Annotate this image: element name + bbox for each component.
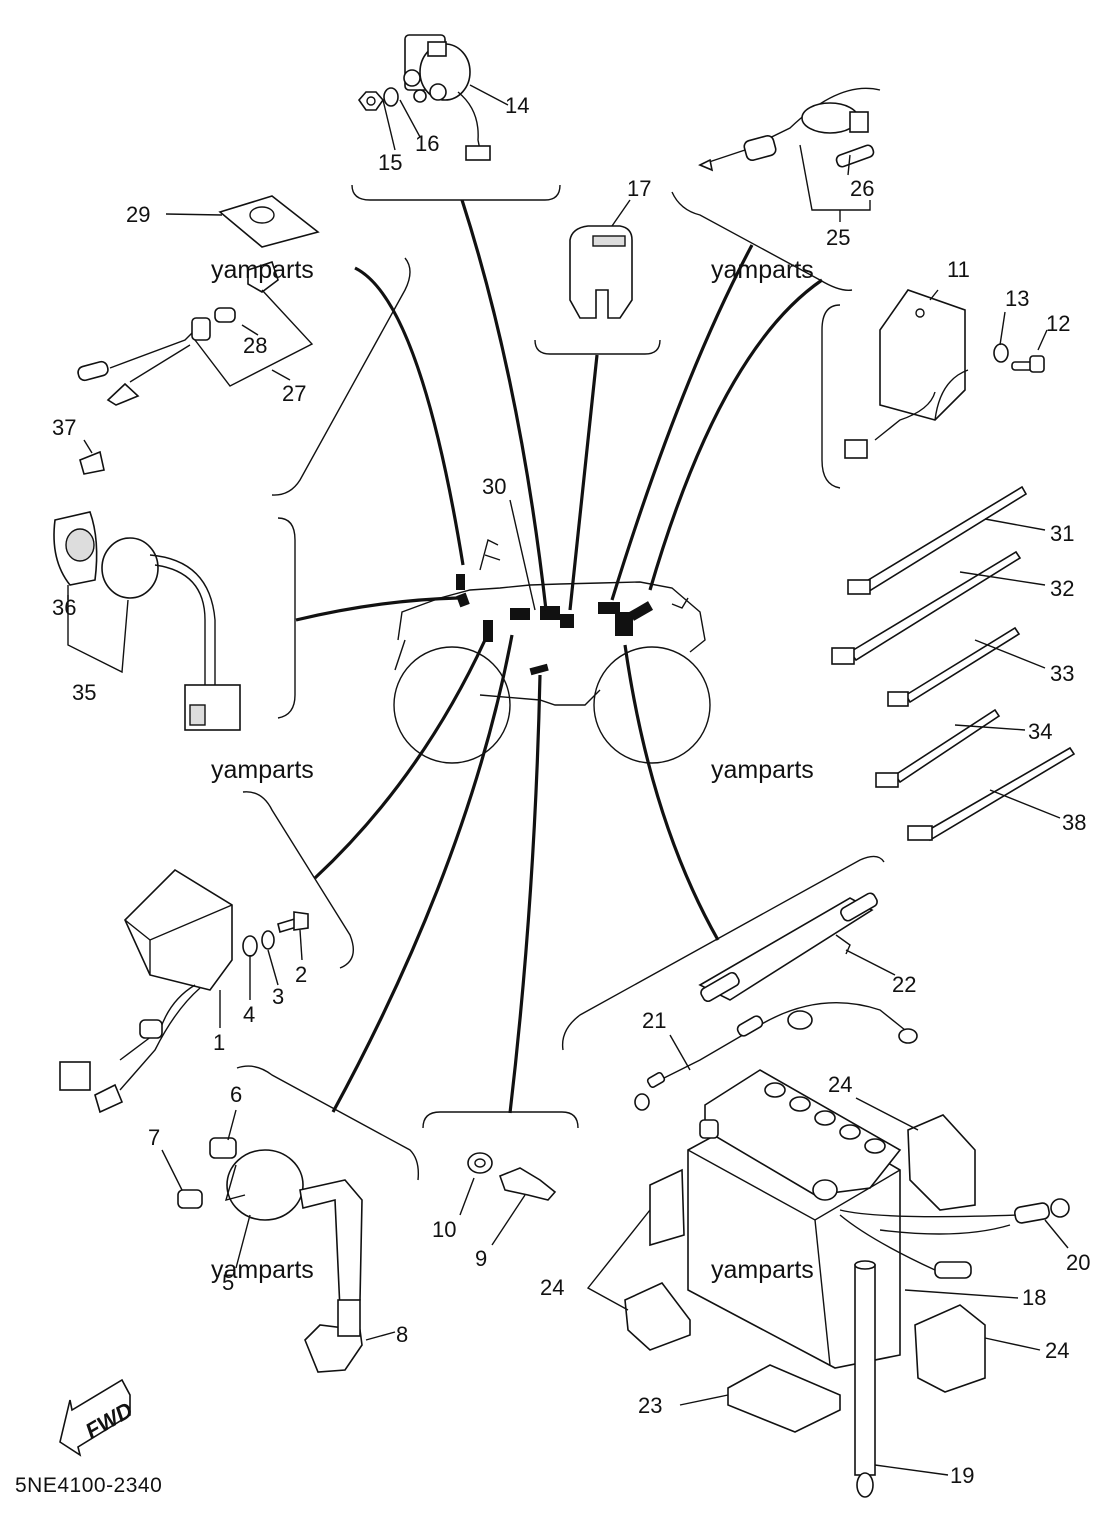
- lead-21: [634, 1002, 918, 1111]
- starter-relay-group: [357, 34, 491, 161]
- callout-6: 6: [230, 1082, 242, 1107]
- callout-12: 12: [1046, 311, 1070, 336]
- callout-24-left: 24: [540, 1275, 564, 1300]
- callout-11: 11: [947, 257, 970, 282]
- callout-16: 16: [415, 131, 439, 156]
- callout-14: 14: [505, 93, 529, 118]
- watermark: yamparts: [211, 1256, 314, 1284]
- callout-21: 21: [642, 1008, 666, 1033]
- callout-37: 37: [52, 415, 76, 440]
- callout-25: 25: [826, 225, 850, 250]
- callout-35: 35: [72, 680, 96, 705]
- callout-20: 20: [1066, 1250, 1090, 1275]
- part-9-10: [467, 1152, 557, 1201]
- callout-2: 2: [295, 962, 307, 987]
- watermark: yamparts: [711, 756, 814, 784]
- relay-17: [569, 225, 633, 319]
- callout-9: 9: [475, 1246, 487, 1271]
- callout-32: 32: [1050, 576, 1074, 601]
- callout-22: 22: [892, 972, 916, 997]
- lead-25-26: [698, 87, 881, 211]
- watermark: yamparts: [711, 256, 814, 284]
- callout-3: 3: [272, 984, 284, 1009]
- callout-1: 1: [213, 1030, 225, 1055]
- callout-5: 5: [222, 1270, 234, 1295]
- breather-tube-19: [839, 1214, 972, 1498]
- callout-7: 7: [148, 1125, 160, 1150]
- fwd-arrow: FWD: [59, 1378, 137, 1457]
- callout-8: 8: [396, 1322, 408, 1347]
- battery-pads: [624, 1114, 986, 1433]
- wire-27-28: [77, 260, 314, 406]
- diagram-code: 5NE4100-2340: [15, 1474, 162, 1497]
- group-brackets: [236, 184, 885, 1181]
- watermark: yamparts: [711, 1256, 814, 1284]
- callout-10: 10: [432, 1217, 456, 1242]
- watermarks: yamparts yamparts yamparts yamparts yamp…: [211, 256, 814, 1284]
- regulator-11-13: [844, 289, 1045, 459]
- callout-31: 31: [1050, 521, 1074, 546]
- callout-15: 15: [378, 150, 402, 175]
- callout-leaders: [67, 84, 1069, 1476]
- callout-23: 23: [638, 1393, 662, 1418]
- part-37: [79, 450, 105, 475]
- leader-wires: [295, 199, 823, 1114]
- callout-27: 27: [282, 381, 306, 406]
- part-5-8-assembly: [177, 1137, 363, 1373]
- callout-labels: 14 16 15 17 26 25 29 28 27 37 30 11 13 1…: [52, 93, 1090, 1488]
- bracket-22: [698, 892, 878, 1003]
- watermark: yamparts: [211, 756, 314, 784]
- main-switch-35-36: [53, 511, 241, 731]
- callout-30: 30: [482, 474, 506, 499]
- part-29-hole: [249, 206, 275, 224]
- cdi-unit-1-4: [59, 868, 309, 1114]
- callout-19: 19: [950, 1463, 974, 1488]
- atv-silhouette: [393, 538, 711, 764]
- callout-38: 38: [1062, 810, 1086, 835]
- callout-29: 29: [126, 202, 150, 227]
- cable-20: [839, 1198, 1070, 1235]
- callout-34: 34: [1028, 719, 1052, 744]
- callout-4: 4: [243, 1002, 255, 1027]
- callout-28: 28: [243, 333, 267, 358]
- callout-18: 18: [1022, 1285, 1046, 1310]
- cable-ties: [831, 485, 1076, 842]
- watermark: yamparts: [211, 256, 314, 284]
- callout-26: 26: [850, 176, 874, 201]
- part-35-bracket: [67, 595, 129, 674]
- battery-18: [687, 1069, 902, 1369]
- callout-13: 13: [1005, 286, 1029, 311]
- callout-24-top: 24: [828, 1072, 852, 1097]
- callout-36: 36: [52, 595, 76, 620]
- callout-17: 17: [627, 176, 651, 201]
- callout-33: 33: [1050, 661, 1074, 686]
- callout-24-right: 24: [1045, 1338, 1069, 1363]
